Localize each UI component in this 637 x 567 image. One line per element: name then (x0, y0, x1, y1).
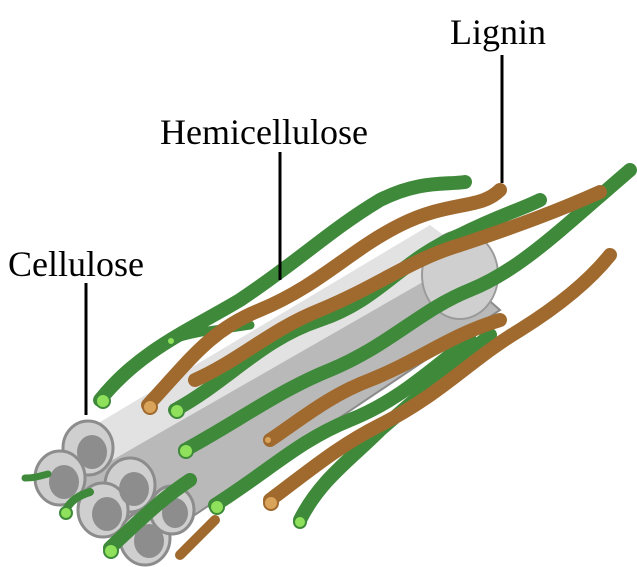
cellulose-label: Cellulose (8, 244, 144, 284)
hemicellulose-tip (96, 394, 110, 408)
hemicellulose-label: Hemicellulose (160, 112, 368, 152)
hemicellulose-strand (25, 474, 48, 478)
hemicellulose-tip (210, 500, 224, 514)
hemicellulose-tip (104, 544, 118, 558)
hemicellulose-tip (294, 516, 306, 528)
lignin-tip (143, 400, 157, 414)
lignin-tip (264, 496, 278, 510)
hemicellulose-tip (170, 404, 184, 418)
hemicellulose-tip (60, 507, 72, 519)
hemicellulose-tip (179, 444, 193, 458)
lignin-label: Lignin (450, 12, 546, 52)
cellulose-tube-hole (77, 435, 107, 469)
hemicellulose-tip (167, 337, 175, 345)
cellulose-tube-hole (119, 472, 149, 506)
cellulose-tube-hole (49, 465, 79, 499)
cellulose-tube-hole (92, 497, 122, 531)
lignin-tip (264, 436, 272, 444)
